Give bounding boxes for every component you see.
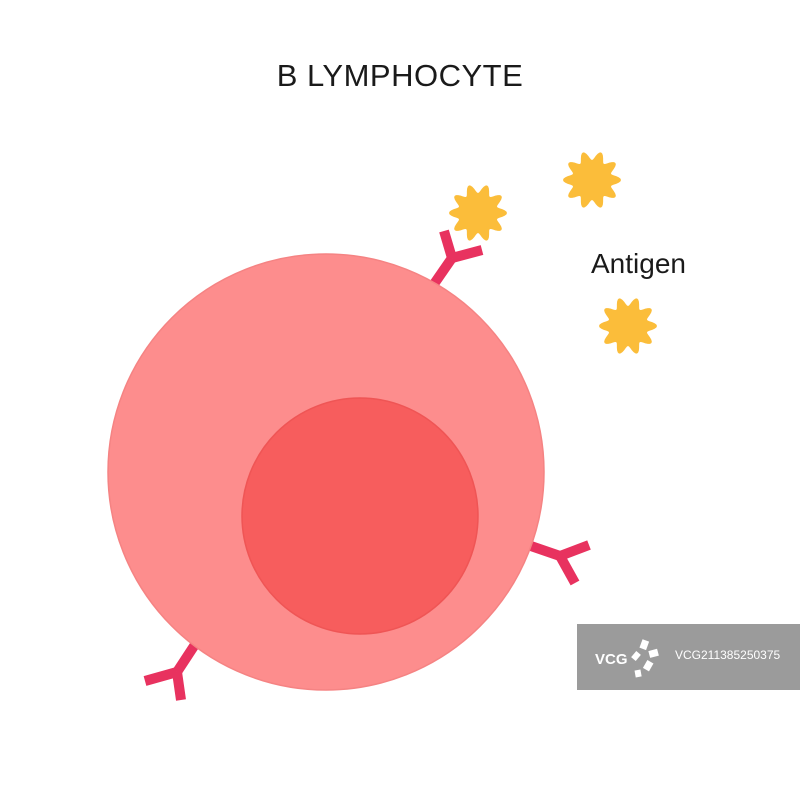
- vcg-logo-icon: VCG: [595, 639, 659, 678]
- receptor-stem: [429, 255, 457, 287]
- receptor-arm-left: [143, 667, 179, 686]
- receptor-arm-top: [558, 540, 591, 561]
- antibody-receptor-bottom: [143, 640, 201, 701]
- watermark-brand: VCG: [595, 651, 628, 668]
- receptor-arm-right: [172, 671, 186, 701]
- receptor-stem: [172, 640, 201, 675]
- receptor-stem: [526, 540, 562, 561]
- antibody-receptor-top: [429, 229, 484, 287]
- receptor-arm-left: [439, 229, 457, 260]
- antibody-receptor-right: [526, 540, 591, 586]
- antigen-top: [563, 152, 621, 208]
- nucleus: [241, 397, 479, 635]
- receptor-arm-right: [450, 245, 484, 263]
- antigen-bound: [449, 185, 507, 241]
- antigen-right: [599, 298, 657, 354]
- receptor-arm-bottom: [555, 553, 580, 586]
- antigen-label: Antigen: [591, 248, 686, 279]
- watermark: VCG VCG211385250375: [577, 624, 800, 690]
- watermark-id: VCG211385250375: [675, 648, 781, 662]
- diagram-title: B LYMPHOCYTE: [276, 58, 524, 93]
